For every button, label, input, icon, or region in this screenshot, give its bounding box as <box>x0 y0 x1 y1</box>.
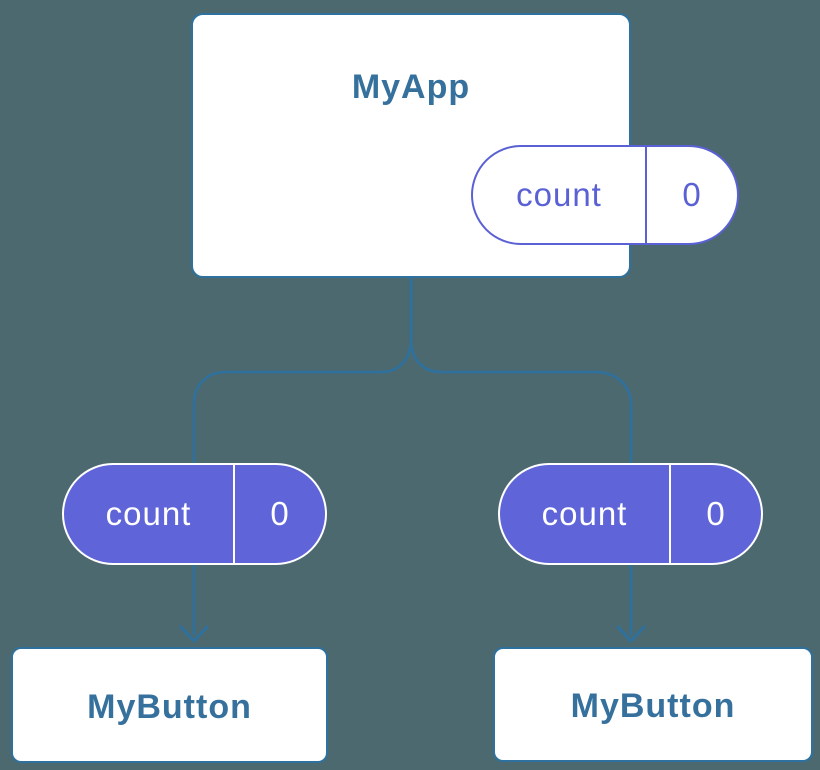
state-value: 0 <box>645 147 737 243</box>
child-component-title: MyButton <box>87 687 252 726</box>
root-state-pill: count 0 <box>471 145 739 245</box>
state-name: count <box>516 176 602 213</box>
child-component-card-right: MyButton <box>493 647 813 762</box>
prop-pill-right: count 0 <box>498 463 763 565</box>
arrow-down-icon-left <box>179 625 209 643</box>
prop-pill-left: count 0 <box>62 463 327 565</box>
root-component-card: MyApp count 0 <box>191 13 739 278</box>
prop-value: 0 <box>233 465 325 563</box>
connector-right-branch <box>409 338 633 636</box>
child-component-card-left: MyButton <box>11 647 328 763</box>
child-component-title: MyButton <box>570 687 736 725</box>
prop-name: count <box>541 495 628 532</box>
arrow-down-icon-right <box>616 625 646 643</box>
prop-value: 0 <box>669 465 761 563</box>
root-component-title: MyApp <box>351 68 471 106</box>
prop-name: count <box>105 495 192 532</box>
connector-stem-left-branch <box>192 276 413 636</box>
